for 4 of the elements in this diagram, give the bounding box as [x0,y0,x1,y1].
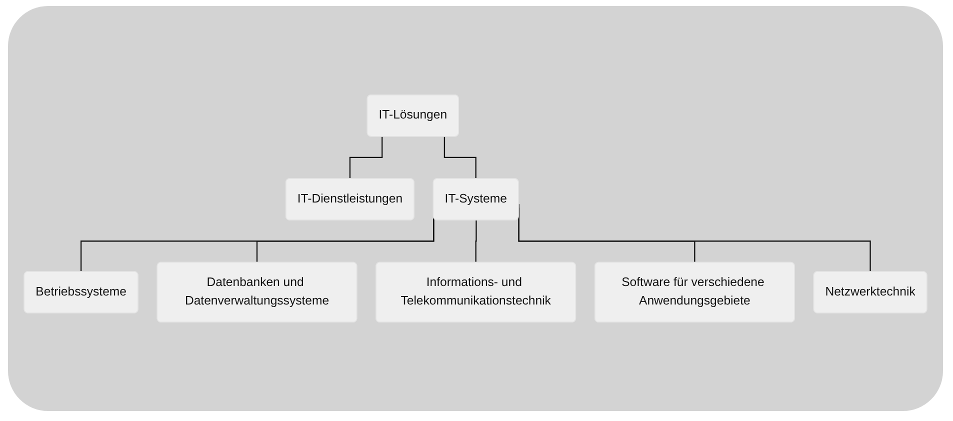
connector [349,136,383,180]
connector [444,136,477,180]
diagram-background: IT-Lösungen IT-Dienstleistungen IT-Systeme Datenbanken und Datenverwaltungssysteme Software für verschiedene Anwendungsgebiete Betriebssysteme Informations- und Telekommunikationstechnik Netzwerktechnik [8,6,943,411]
connector [475,220,477,264]
